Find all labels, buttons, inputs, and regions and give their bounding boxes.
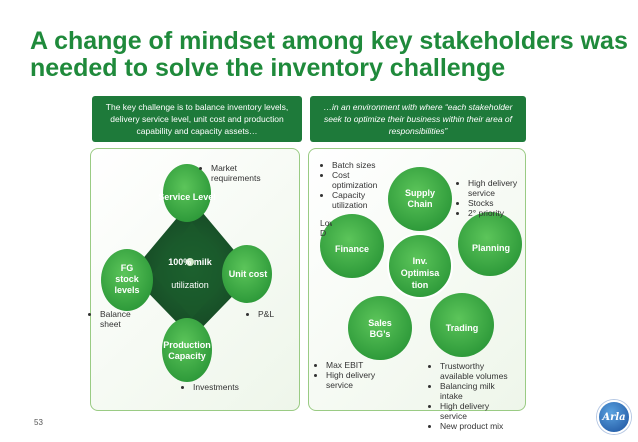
note-planning: High delivery service Stocks 2° priority bbox=[460, 178, 518, 218]
circle-planning bbox=[458, 212, 522, 276]
slide-title: A change of mindset among key stakeholde… bbox=[30, 27, 628, 82]
circle-sales bbox=[348, 296, 412, 360]
label-center-line2: utilization bbox=[171, 280, 209, 290]
balance-diamond-inner bbox=[152, 222, 232, 318]
label-inv-optimisation: Inv. Optimisa tion bbox=[400, 256, 440, 290]
circle-finance bbox=[320, 214, 384, 278]
page-number: 53 bbox=[34, 418, 43, 427]
label-center-line1: 100% milk bbox=[168, 257, 212, 267]
note-pl: P&L bbox=[250, 309, 290, 319]
callout-environment: …in an environment with where “each stak… bbox=[310, 96, 526, 142]
label-finance: Finance bbox=[334, 244, 369, 254]
circle-supply-chain bbox=[388, 167, 452, 231]
node-fg-stock bbox=[101, 249, 153, 311]
label-unit-cost: Unit cost bbox=[228, 269, 268, 279]
note-finance: Low D bbox=[312, 218, 332, 238]
arla-logo-text: Arla bbox=[602, 412, 626, 423]
label-sales: Sales BG’s bbox=[368, 318, 392, 339]
arla-logo: Arla bbox=[597, 400, 631, 434]
note-supply-chain: Batch sizes Cost optimization Capacity u… bbox=[324, 160, 396, 210]
note-balance: Balance sheet bbox=[92, 309, 142, 329]
circle-trading bbox=[430, 293, 494, 357]
callout-key-challenge: The key challenge is to balance inventor… bbox=[92, 96, 302, 142]
node-service-level bbox=[163, 164, 211, 222]
label-supply-chain: Supply Chain bbox=[404, 188, 435, 209]
node-production-capacity bbox=[162, 318, 212, 382]
note-trading: Trustworthy available volumes Balancing … bbox=[432, 361, 514, 431]
note-sales: Max EBIT High delivery service bbox=[318, 360, 394, 390]
note-investments: Investments bbox=[185, 382, 265, 392]
center-marker bbox=[186, 258, 194, 266]
label-trading: Trading bbox=[445, 323, 479, 333]
note-market: Market requirements bbox=[203, 163, 275, 183]
label-planning: Planning bbox=[472, 243, 510, 253]
label-production-capacity: Production Capacity bbox=[163, 340, 211, 361]
label-fg-stock: FG stock levels bbox=[114, 263, 140, 295]
node-unit-cost bbox=[222, 245, 272, 303]
label-service-level: Service Level bbox=[158, 192, 216, 202]
circle-inv-optimisation bbox=[387, 233, 453, 299]
